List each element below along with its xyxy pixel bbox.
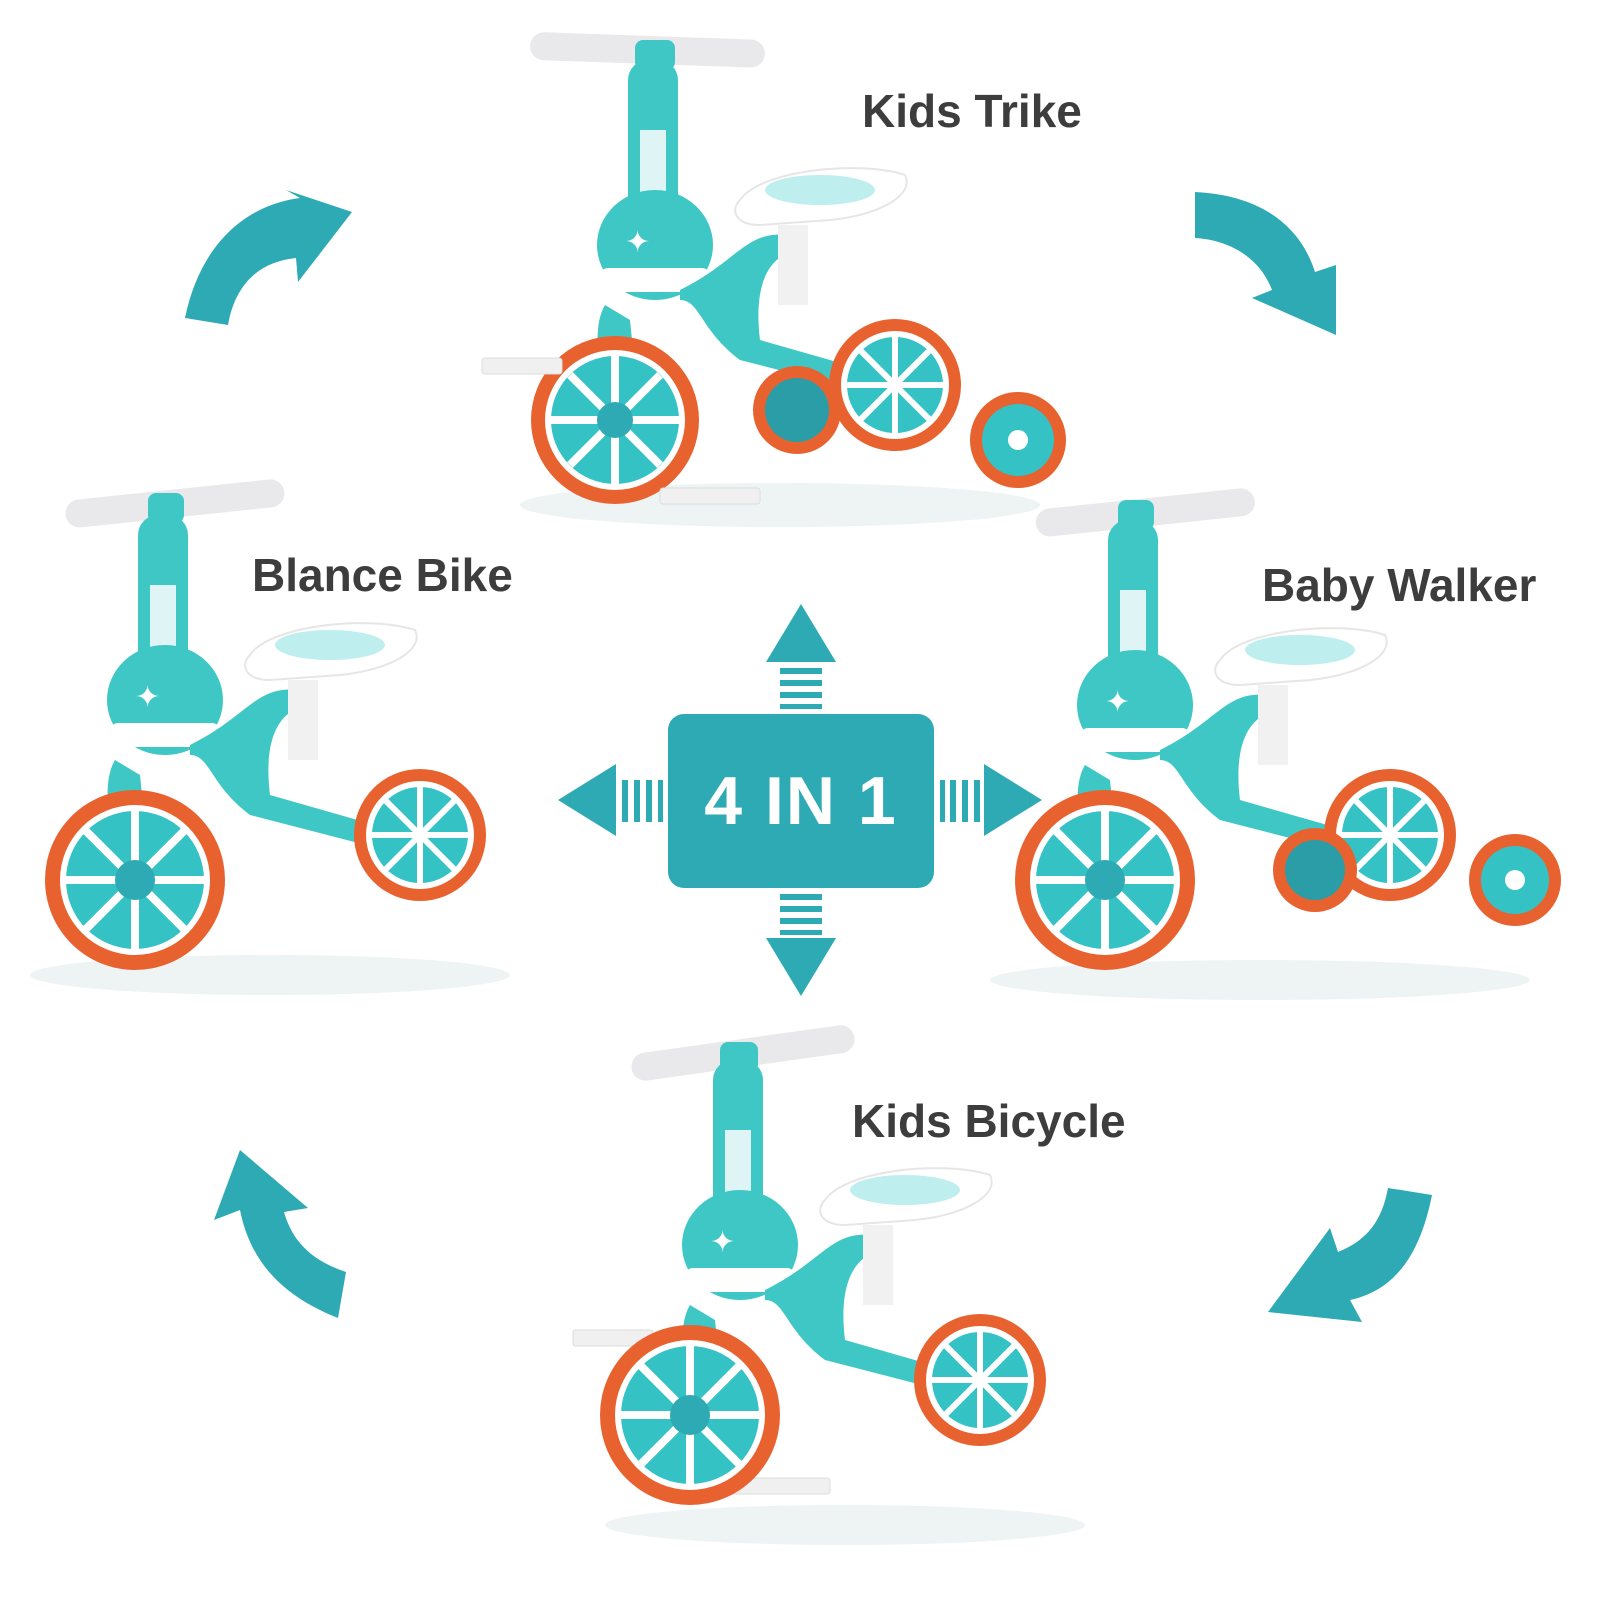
bike-illustration: ✦: [990, 488, 1561, 1000]
bike-illustration: ✦: [30, 479, 510, 995]
label-baby-walker: Baby Walker: [1262, 559, 1537, 611]
direction-arrow-icon: [558, 764, 616, 836]
curved-arrow-icon: [1195, 192, 1336, 335]
direction-arrow-icon: [984, 764, 1042, 836]
direction-arrow-icon: [766, 938, 836, 996]
label-kids-trike: Kids Trike: [862, 85, 1082, 137]
center-badge: 4 IN 1: [668, 714, 934, 888]
curved-arrow-icon: [214, 1150, 346, 1318]
label-kids-bicycle: Kids Bicycle: [852, 1095, 1126, 1147]
label-balance-bike: Blance Bike: [252, 549, 513, 601]
svg-text:✦: ✦: [710, 1226, 735, 1259]
direction-arrow-icon: [766, 604, 836, 662]
svg-text:✦: ✦: [625, 226, 650, 259]
badge-text: 4 IN 1: [704, 763, 898, 839]
curved-arrow-icon: [185, 190, 352, 325]
svg-text:✦: ✦: [1105, 686, 1130, 719]
curved-arrow-icon: [1268, 1188, 1432, 1322]
bike-illustration: ✦: [572, 1025, 1085, 1545]
bike-illustration: ✦: [481, 32, 1066, 527]
svg-text:✦: ✦: [135, 681, 160, 714]
